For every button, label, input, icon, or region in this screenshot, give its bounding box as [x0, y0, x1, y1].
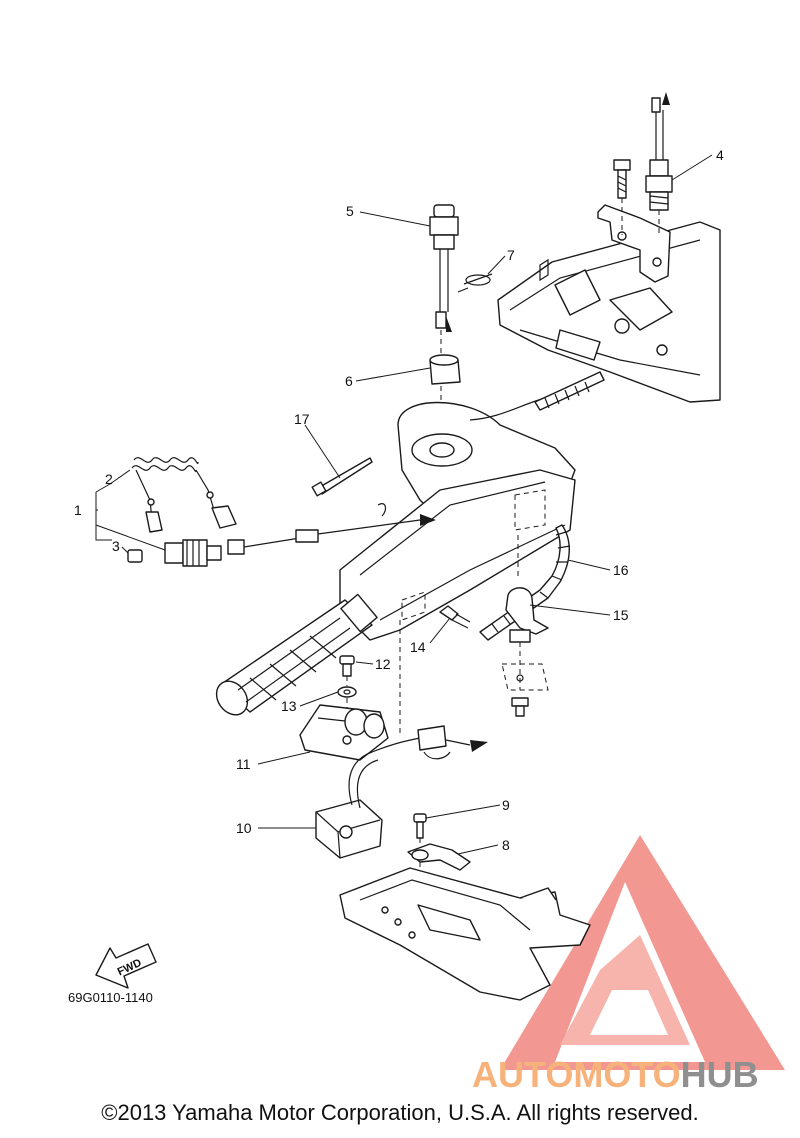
callout-2: 2	[105, 471, 113, 487]
callout-12: 12	[375, 656, 391, 672]
callout-16: 16	[613, 562, 629, 578]
watermark-text-automoto: AUTOMOTO	[472, 1054, 681, 1095]
callout-10: 10	[236, 820, 252, 836]
switch-holder	[299, 620, 401, 761]
watermark-text: AUTOMOTOHUB	[472, 1054, 759, 1095]
callout-11: 11	[236, 756, 251, 772]
fwd-arrow-icon	[95, 943, 157, 989]
screw-9	[413, 813, 427, 850]
callout-1: 1	[74, 502, 82, 518]
stop-switch	[429, 204, 459, 360]
corrugated-tube	[479, 524, 571, 641]
callout-labels: 1 2 3 4 5 6 7 8 9 10 11 12 13 14 15 16 1…	[74, 147, 724, 853]
copyright-text: ©2013 Yamaha Motor Corporation, U.S.A. A…	[101, 1100, 699, 1125]
screw-12	[339, 655, 355, 686]
callout-17: 17	[294, 411, 310, 427]
lanyard	[131, 457, 237, 533]
throttle-cable	[469, 371, 605, 421]
watermark-text-hub: HUB	[681, 1054, 759, 1095]
callout-6: 6	[345, 373, 353, 389]
callout-15: 15	[613, 607, 629, 623]
bottom-cowling-mount	[497, 221, 721, 403]
diagram-ref-code: 69G0110-1140	[68, 990, 153, 1005]
callout-3: 3	[112, 538, 120, 554]
switch-bracket	[597, 204, 671, 283]
bolt-top	[613, 159, 631, 235]
cable-tie	[311, 457, 373, 497]
callout-4: 4	[716, 147, 724, 163]
callout-8: 8	[502, 837, 510, 853]
bottom-bracket	[339, 867, 591, 1001]
washer-13	[337, 686, 357, 708]
cdi-unit	[315, 725, 488, 859]
stop-switch-assy	[164, 503, 436, 567]
watermark-logo	[500, 835, 785, 1070]
callout-5: 5	[346, 203, 354, 219]
clip	[457, 273, 493, 293]
screw-14	[439, 605, 471, 629]
neutral-switch	[645, 92, 673, 235]
clamp	[501, 587, 549, 717]
plate-8	[407, 843, 471, 940]
callout-7: 7	[507, 247, 515, 263]
steering-handle	[215, 401, 576, 716]
callout-14: 14	[410, 639, 426, 655]
cap	[127, 549, 143, 563]
leader-lines	[95, 154, 713, 855]
callout-13: 13	[281, 698, 297, 714]
callout-9: 9	[502, 797, 510, 813]
